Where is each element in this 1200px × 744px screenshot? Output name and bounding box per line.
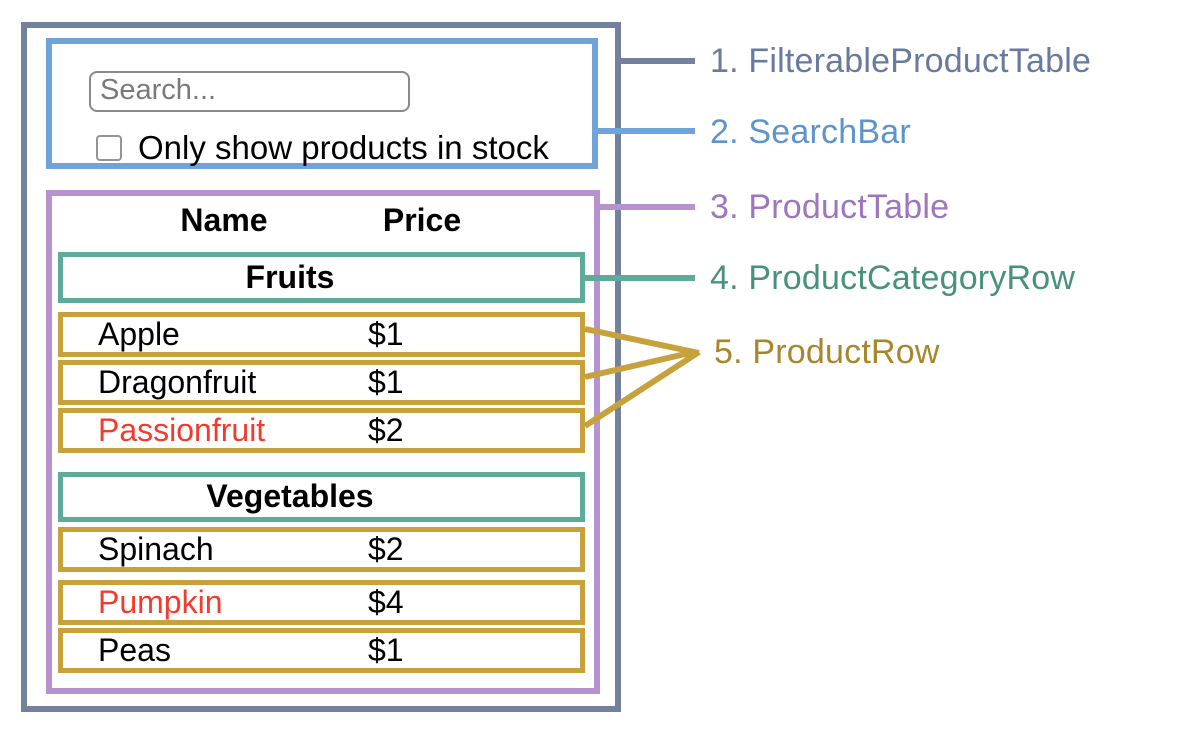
in-stock-row: Only show products in stock [96,129,549,167]
search-input[interactable] [89,71,410,112]
search-bar-box: Only show products in stock [46,38,598,169]
column-header-name: Name [180,202,268,238]
product-name: Spinach [98,530,214,567]
product-name: Apple [98,315,180,352]
legend-label-filterable-product-table: 1. FilterableProductTable [710,42,1092,80]
product-name-out-of-stock: Pumpkin [98,583,223,620]
category-row-vegetables: Vegetables [58,472,585,522]
product-price: $2 [368,411,404,448]
product-row-spinach: Spinach $2 [58,527,585,572]
legend-label-product-row: 5. ProductRow [714,333,940,371]
product-row-passionfruit: Passionfruit $2 [58,408,585,453]
in-stock-label: Only show products in stock [138,129,549,166]
product-name: Dragonfruit [98,363,257,400]
product-row-dragonfruit: Dragonfruit $1 [58,360,585,405]
product-name-out-of-stock: Passionfruit [98,411,266,448]
product-row-pumpkin: Pumpkin $4 [58,580,585,625]
product-price: $1 [368,631,404,668]
product-price: $1 [368,363,404,400]
product-price: $4 [368,583,404,620]
product-price: $2 [368,530,404,567]
legend-label-product-category-row: 4. ProductCategoryRow [710,259,1076,297]
column-header-price: Price [382,202,462,238]
category-row-fruits: Fruits [58,252,585,303]
product-row-apple: Apple $1 [58,312,585,357]
filterable-product-table-box: Only show products in stock Name Price F… [21,22,621,712]
category-title: Vegetables [206,477,374,514]
product-table-box: Name Price Fruits Apple $1 Dragonfruit $… [46,190,600,694]
in-stock-checkbox[interactable] [96,135,122,161]
product-name: Peas [98,631,171,668]
legend-label-product-table: 3. ProductTable [710,188,950,226]
product-row-peas: Peas $1 [58,628,585,673]
legend-label-search-bar: 2. SearchBar [710,113,911,151]
product-price: $1 [368,315,404,352]
category-title: Fruits [245,258,335,295]
